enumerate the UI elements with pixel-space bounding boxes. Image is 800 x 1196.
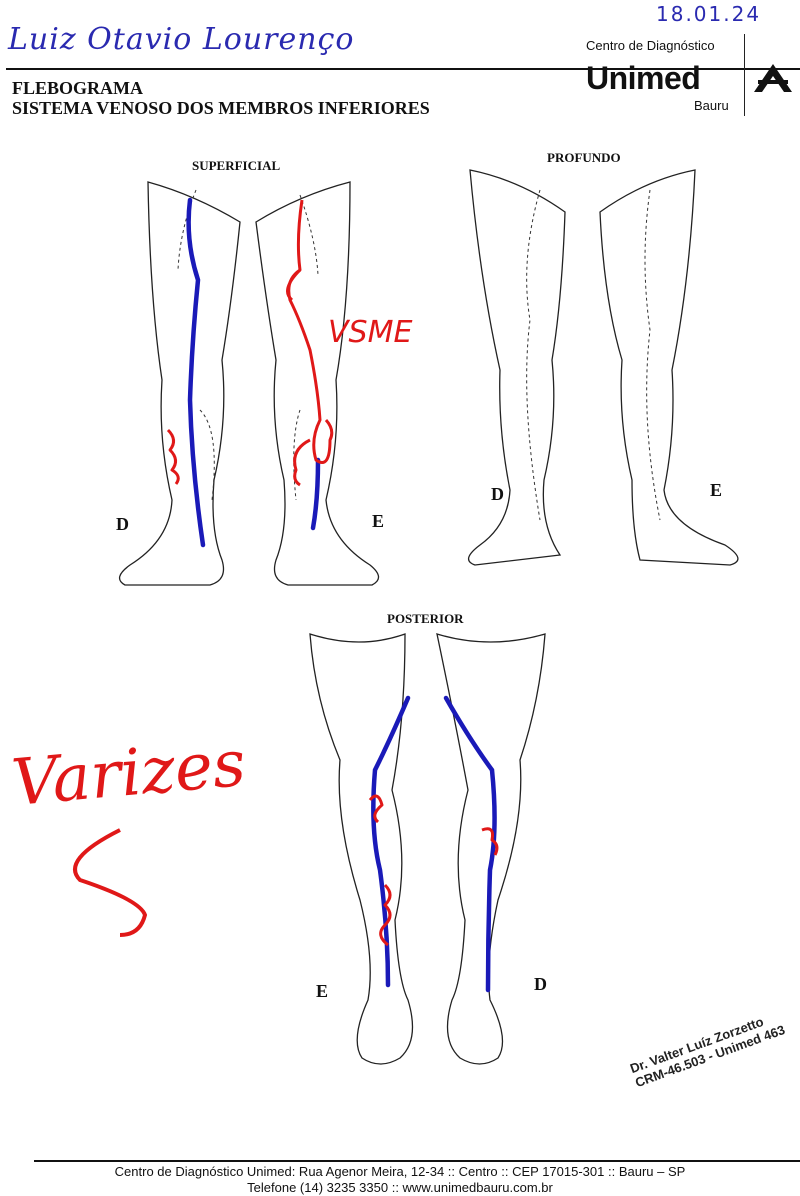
handwritten-flourish [73,828,148,937]
document-subtitle: SISTEMA VENOSO DOS MEMBROS INFERIORES [12,98,430,118]
posterior-left-leg-outline [309,633,414,1065]
profundo-left-leg-outline [599,169,739,566]
varicose-vein-marks [166,199,499,947]
posterior-label: POSTERIOR [387,611,464,626]
unimed-logo-icon [754,64,792,92]
profundo-label: PROFUNDO [547,150,621,165]
footer-address: Centro de Diagnóstico Unimed: Rua Agenor… [114,1164,686,1179]
footer: Centro de Diagnóstico Unimed: Rua Agenor… [0,1164,800,1196]
varizes-handwritten-note: Varizes [9,727,249,821]
posterior-left-marker: E [316,981,328,1001]
superficial-left-leg-outline [255,181,380,586]
superficial-right-leg-outline [118,181,241,586]
footer-contact: Telefone (14) 3235 3350 :: www.unimedbau… [247,1180,553,1195]
brand-name: Unimed [586,60,701,96]
brand-city: Bauru [694,98,729,113]
brand-separator [744,34,745,116]
profundo-left-marker: E [710,480,722,500]
profundo-right-marker: D [491,484,504,504]
superficial-right-marker: D [116,514,129,534]
brand-center-label: Centro de Diagnóstico [586,38,715,53]
header-divider [6,68,800,70]
exam-date: 18.01.24 [656,2,762,26]
vsme-annotation: VSME [328,315,412,350]
profundo-right-leg-outline [468,169,566,566]
posterior-right-marker: D [534,974,547,994]
superficial-label: SUPERFICIAL [192,158,280,173]
patient-name-handwritten: Luiz Otavio Lourenço [8,22,355,57]
posterior-right-leg-outline [436,633,546,1065]
footer-divider [34,1160,800,1162]
superficial-left-marker: E [372,511,384,531]
document-title: FLEBOGRAMA [12,78,144,98]
great-saphenous-vein-marks [186,197,497,993]
